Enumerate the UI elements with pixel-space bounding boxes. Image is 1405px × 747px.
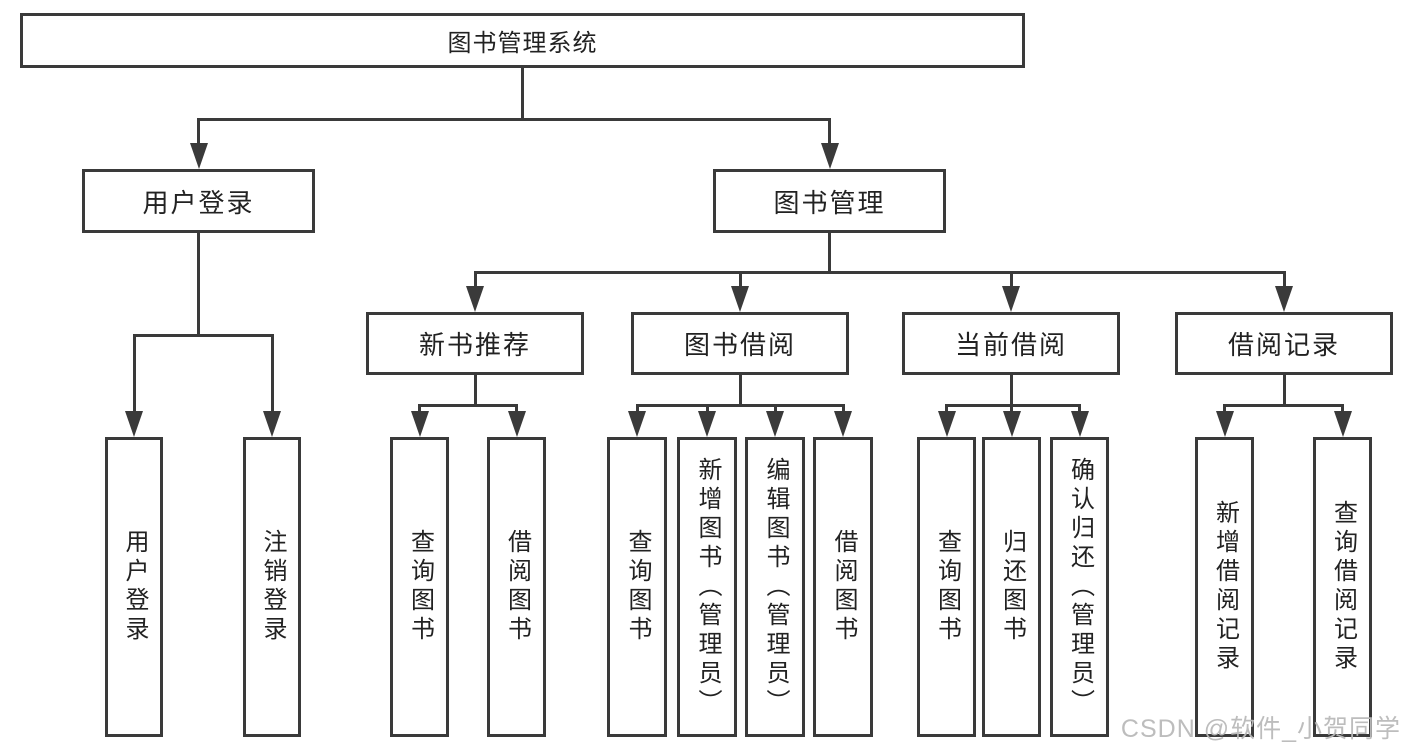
arrowhead-br-add bbox=[1216, 411, 1234, 437]
connector-new-book-down bbox=[474, 375, 477, 407]
node-borrowing-records: 借阅记录 bbox=[1175, 312, 1393, 375]
connector-current-borrow-stem bbox=[1010, 271, 1013, 288]
connector-new-book-stem bbox=[474, 271, 477, 288]
arrowhead-new-book bbox=[466, 286, 484, 312]
connector-cb-confirm-stem bbox=[1078, 404, 1081, 416]
connector-user-login-rail bbox=[133, 334, 273, 337]
connector-book-borrow-stem bbox=[739, 271, 742, 288]
leaf-label: 查询借阅记录 bbox=[1329, 500, 1357, 674]
node-leaf-br-query-record: 查询借阅记录 bbox=[1313, 437, 1372, 737]
connector-current-borrow-rail bbox=[945, 404, 1081, 407]
leaf-label: 确认归还（管理员） bbox=[1066, 456, 1094, 718]
leaf-label: 新增借阅记录 bbox=[1211, 500, 1239, 674]
leaf-label: 借阅图书 bbox=[503, 529, 531, 645]
connector-bb-query-stem bbox=[636, 404, 639, 416]
arrowhead-book-mgmt bbox=[821, 143, 839, 169]
node-book-management: 图书管理 bbox=[713, 169, 946, 233]
leaf-label: 用户登录 bbox=[121, 529, 148, 645]
node-leaf-bb-query-books: 查询图书 bbox=[607, 437, 667, 737]
node-book-borrowing: 图书借阅 bbox=[631, 312, 849, 375]
node-leaf-cb-confirm-return-admin: 确认归还（管理员） bbox=[1050, 437, 1109, 737]
connector-login-leaf-stem bbox=[133, 334, 136, 414]
connector-borrow-records-stem bbox=[1283, 271, 1286, 288]
connector-book-mgmt-down bbox=[828, 233, 831, 273]
node-leaf-nb-query-books: 查询图书 bbox=[390, 437, 449, 737]
connector-borrow-records-rail bbox=[1223, 404, 1344, 407]
leaf-label: 编辑图书（管理员） bbox=[762, 456, 789, 718]
arrowhead-cb-confirm bbox=[1071, 411, 1089, 437]
connector-logout-leaf-stem bbox=[271, 334, 274, 414]
connector-user-login-down bbox=[197, 233, 200, 337]
arrowhead-nb-borrow bbox=[508, 411, 526, 437]
connector-user-login-stem bbox=[197, 118, 200, 146]
node-leaf-bb-add-book-admin: 新增图书（管理员） bbox=[677, 437, 737, 737]
node-leaf-br-add-record: 新增借阅记录 bbox=[1195, 437, 1254, 737]
arrowhead-bb-edit bbox=[766, 411, 784, 437]
connector-cb-query-stem bbox=[945, 404, 948, 416]
arrowhead-cb-return bbox=[1003, 411, 1021, 437]
leaf-label: 新增图书（管理员） bbox=[694, 456, 721, 718]
connector-nb-borrow-stem bbox=[515, 404, 518, 416]
connector-nb-query-stem bbox=[418, 404, 421, 416]
node-new-book-recommend: 新书推荐 bbox=[366, 312, 584, 375]
connector-root-stem bbox=[521, 68, 524, 121]
leaf-label: 查询图书 bbox=[406, 529, 434, 645]
connector-level2-rail bbox=[197, 118, 831, 121]
arrowhead-logout-leaf bbox=[263, 411, 281, 437]
arrowhead-br-query bbox=[1334, 411, 1352, 437]
leaf-label: 归还图书 bbox=[998, 529, 1026, 645]
node-leaf-bb-edit-book-admin: 编辑图书（管理员） bbox=[745, 437, 805, 737]
connector-br-add-stem bbox=[1223, 404, 1226, 416]
arrowhead-nb-query bbox=[411, 411, 429, 437]
arrowhead-cb-query bbox=[938, 411, 956, 437]
arrowhead-current-borrow bbox=[1002, 286, 1020, 312]
node-leaf-cb-query-books: 查询图书 bbox=[917, 437, 976, 737]
arrowhead-user-login bbox=[190, 143, 208, 169]
arrowhead-book-borrow bbox=[731, 286, 749, 312]
arrowhead-bb-borrow bbox=[834, 411, 852, 437]
connector-book-mgmt-stem bbox=[828, 118, 831, 146]
node-user-login: 用户登录 bbox=[82, 169, 315, 233]
connector-current-borrow-down bbox=[1010, 375, 1013, 407]
csdn-watermark: CSDN @软件_小贺同学 bbox=[1120, 715, 1401, 743]
node-current-borrowing: 当前借阅 bbox=[902, 312, 1120, 375]
arrowhead-bb-add bbox=[698, 411, 716, 437]
connector-book-borrow-down bbox=[739, 375, 742, 407]
arrowhead-borrow-records bbox=[1275, 286, 1293, 312]
leaf-label: 查询图书 bbox=[624, 529, 651, 645]
connector-cb-return-stem bbox=[1010, 404, 1013, 416]
arrowhead-bb-query bbox=[628, 411, 646, 437]
node-library-system: 图书管理系统 bbox=[20, 13, 1025, 68]
connector-br-query-stem bbox=[1341, 404, 1344, 416]
node-leaf-nb-borrow-books: 借阅图书 bbox=[487, 437, 546, 737]
connector-bb-edit-stem bbox=[774, 404, 777, 416]
node-leaf-logout: 注销登录 bbox=[243, 437, 301, 737]
node-leaf-user-login: 用户登录 bbox=[105, 437, 163, 737]
node-leaf-bb-borrow-books: 借阅图书 bbox=[813, 437, 873, 737]
node-leaf-cb-return-books: 归还图书 bbox=[982, 437, 1041, 737]
connector-new-book-rail bbox=[418, 404, 518, 407]
arrowhead-login-leaf bbox=[125, 411, 143, 437]
leaf-label: 借阅图书 bbox=[830, 529, 857, 645]
connector-bb-borrow-stem bbox=[842, 404, 845, 416]
leaf-label: 注销登录 bbox=[259, 529, 286, 645]
connector-bb-add-stem bbox=[706, 404, 709, 416]
connector-borrow-records-down bbox=[1283, 375, 1286, 407]
connector-book-borrow-rail bbox=[636, 404, 844, 407]
leaf-label: 查询图书 bbox=[933, 529, 961, 645]
connector-level3-rail bbox=[474, 271, 1285, 274]
